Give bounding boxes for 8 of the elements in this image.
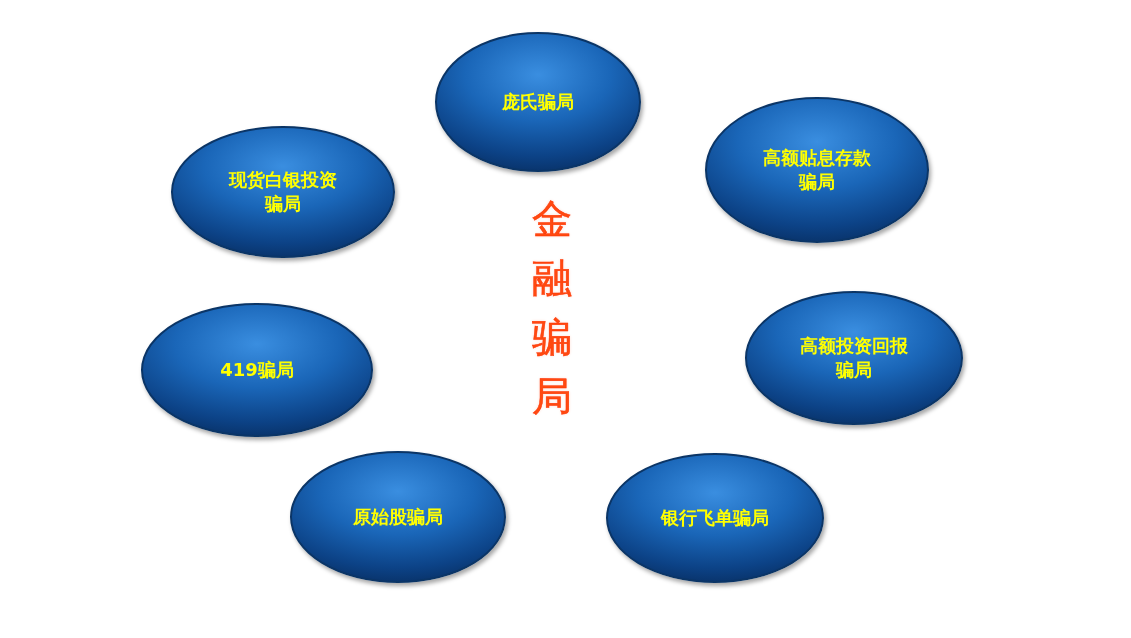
vertical-title: 金融骗局 bbox=[531, 195, 573, 421]
node-label: 高额贴息存款骗局 bbox=[762, 146, 872, 194]
node-label: 419骗局 bbox=[220, 358, 294, 382]
node-label: 原始股骗局 bbox=[353, 505, 443, 529]
node-label: 庞氏骗局 bbox=[502, 90, 574, 114]
node-label: 高额投资回报骗局 bbox=[799, 334, 909, 382]
node-label: 银行飞单骗局 bbox=[661, 506, 769, 530]
node-label: 现货白银投资骗局 bbox=[227, 168, 338, 216]
